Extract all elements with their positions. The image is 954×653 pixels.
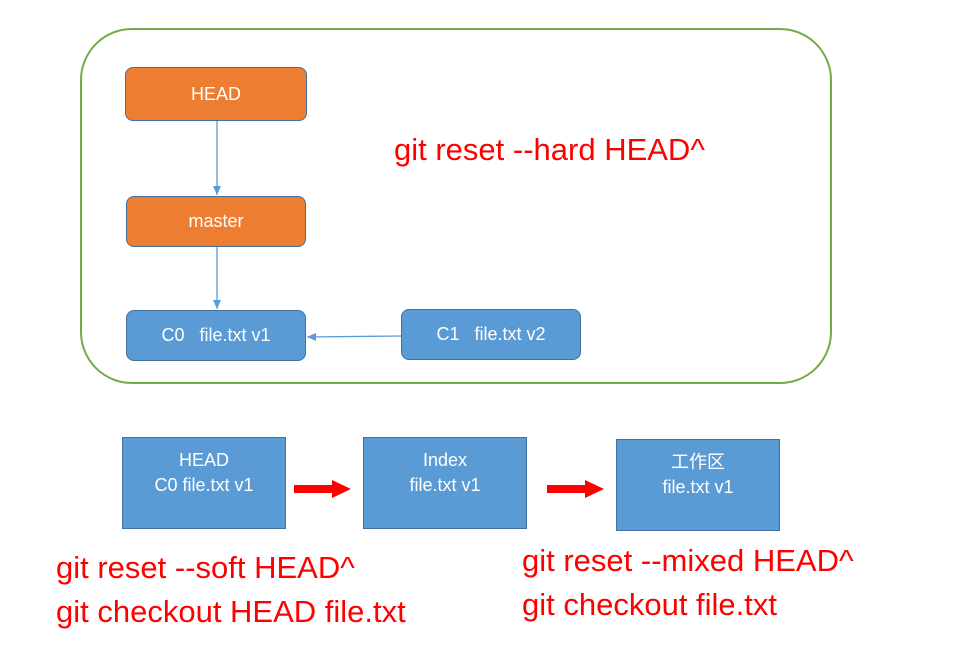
working-tree-content: file.txt v1 <box>662 477 734 497</box>
head-tree-box: HEAD C0 file.txt v1 <box>122 437 286 529</box>
checkout-file-command: git checkout file.txt <box>522 587 778 622</box>
checkout-head-command: git checkout HEAD file.txt <box>56 594 406 629</box>
index-box: Index file.txt v1 <box>363 437 527 529</box>
working-tree-title: 工作区 <box>671 452 725 472</box>
index-title: Index <box>422 450 468 470</box>
working-tree-box: 工作区 file.txt v1 <box>616 439 780 531</box>
commit-c0-node: C0 file.txt v1 <box>126 310 306 361</box>
master-branch-label: master <box>188 211 244 231</box>
mixed-reset-command: git reset --mixed HEAD^ <box>522 543 854 578</box>
head-pointer-label: HEAD <box>190 83 241 104</box>
head-tree-title: HEAD <box>178 450 229 470</box>
hard-reset-command: git reset --hard HEAD^ <box>394 132 705 167</box>
commit-c1-node: C1 file.txt v2 <box>401 309 581 360</box>
master-branch-node: master <box>126 196 306 247</box>
commit-c1-label: C1 file.txt v2 <box>436 324 546 344</box>
red-arrow-head-to-index <box>294 480 351 498</box>
soft-reset-command: git reset --soft HEAD^ <box>56 550 355 585</box>
red-arrow-index-to-worktree <box>547 480 604 498</box>
c1-to-c0-arrow <box>306 332 402 341</box>
head-pointer-node: HEAD <box>125 67 307 121</box>
index-content: file.txt v1 <box>409 475 481 495</box>
head-tree-content: C0 file.txt v1 <box>154 475 254 495</box>
commit-c0-label: C0 file.txt v1 <box>161 325 271 345</box>
